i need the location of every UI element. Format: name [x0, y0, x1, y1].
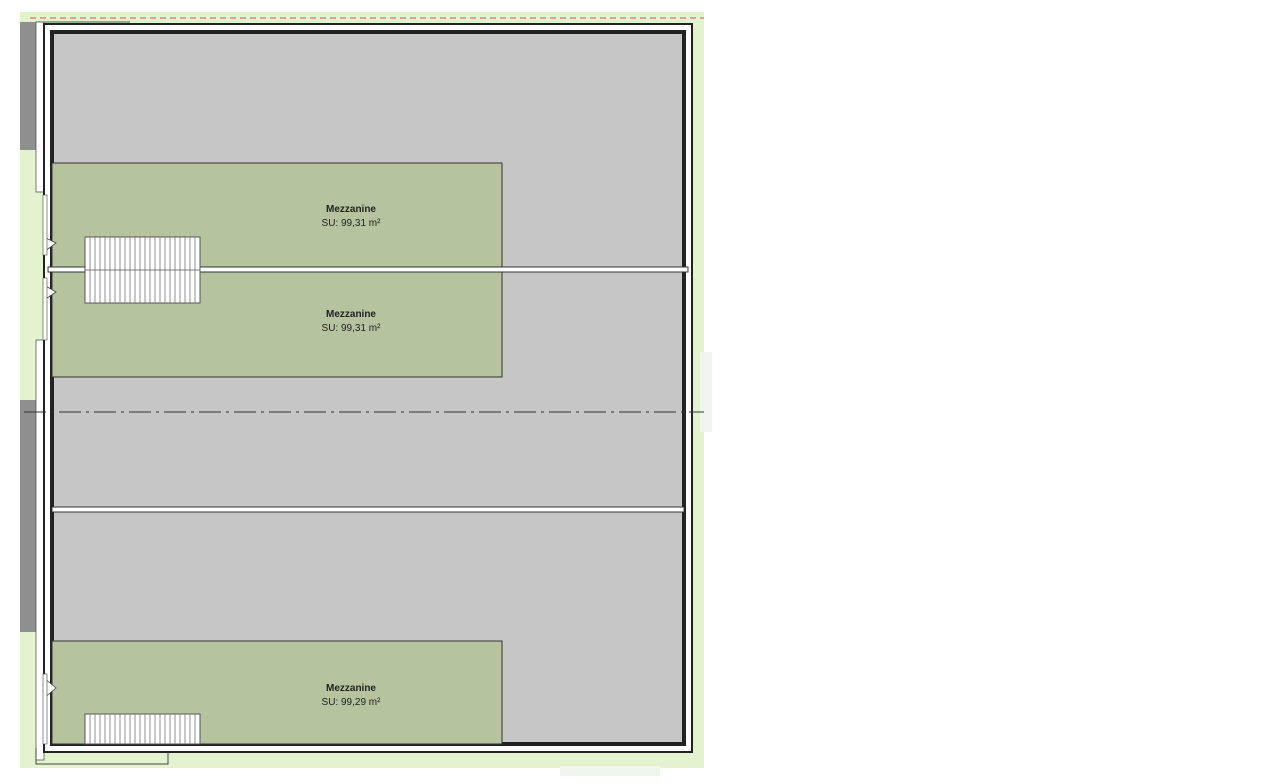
left-strip-white-1 — [35, 21, 45, 193]
stair-2 — [84, 713, 201, 745]
stair-1 — [84, 236, 201, 304]
room-name: Mezzanine — [325, 309, 376, 320]
entry-outline — [35, 748, 169, 765]
door-opening-1 — [42, 194, 48, 256]
site-patch-bottom — [560, 766, 660, 776]
room-area: SU: 99,31 m² — [321, 323, 381, 334]
room-name: Mezzanine — [325, 204, 376, 215]
room-area: SU: 99,31 m² — [321, 218, 381, 229]
partition-wall-2 — [51, 506, 685, 513]
room-area: SU: 99,29 m² — [321, 697, 381, 708]
building-floor — [50, 30, 686, 746]
room-label-1: Mezzanine SU: 99,31 m² — [251, 203, 451, 231]
door-opening-2 — [42, 277, 48, 341]
site-patch — [700, 352, 712, 432]
room-label-3: Mezzanine SU: 99,29 m² — [251, 682, 451, 710]
partition-wall-1 — [47, 266, 689, 273]
room-name: Mezzanine — [325, 683, 376, 694]
room-label-2: Mezzanine SU: 99,31 m² — [251, 308, 451, 336]
door-opening-3 — [42, 673, 48, 745]
left-strip-top — [20, 22, 36, 150]
left-strip-bottom — [20, 400, 36, 632]
